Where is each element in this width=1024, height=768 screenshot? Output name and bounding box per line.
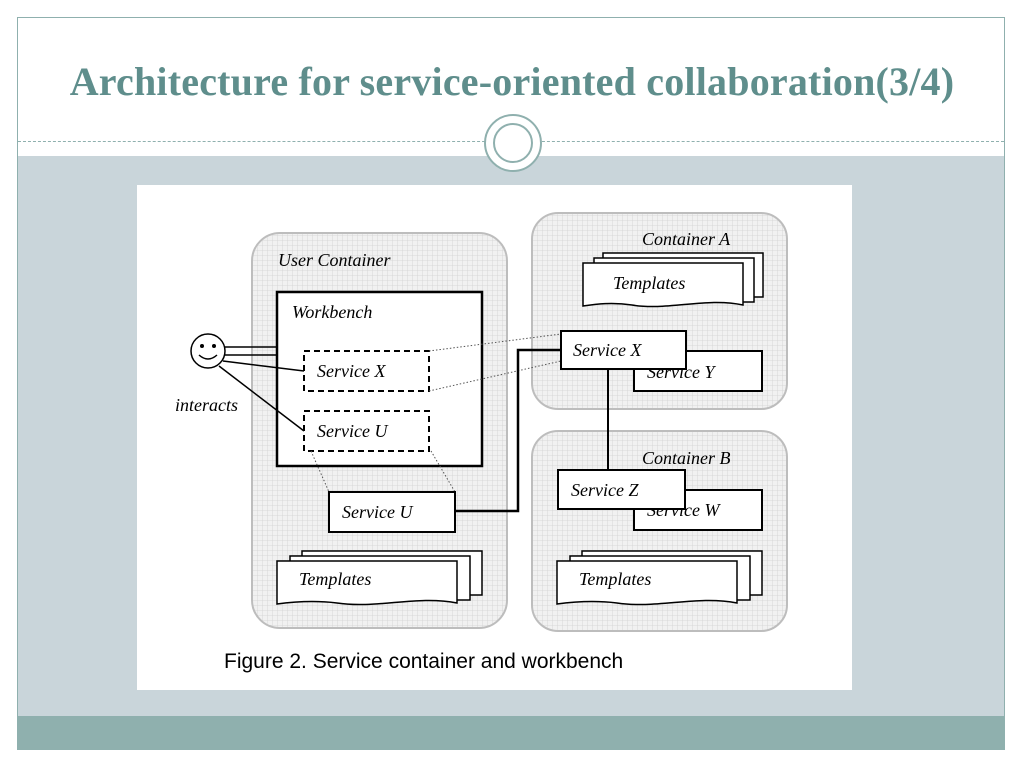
interaction-line [222,360,305,372]
service-u-box [328,491,456,533]
container-a-label: Container A [642,229,731,249]
interaction-line [218,365,305,432]
workbench-service-u-label: Service U [317,421,388,441]
templates-a-label: Templates [613,273,685,293]
circle-ornament-inner [493,123,533,163]
templates-stack-user: Templates [276,550,483,606]
connector-service-u-to-x [455,348,561,513]
smiley-user-icon [190,333,226,369]
service-z-label: Service Z [571,480,639,500]
projection-line [428,333,562,352]
user-container-label: User Container [278,250,391,270]
workbench-service-x-label: Service X [317,361,386,381]
projection-line [430,450,456,493]
slide-title: Architecture for service-oriented collab… [69,59,955,104]
workbench-service-x [303,350,430,392]
service-x-box [560,330,687,370]
figure-caption: Figure 2. Service container and workbenc… [224,650,623,673]
workbench-label: Workbench [292,302,372,322]
workbench-service-u [303,410,430,452]
templates-stack-a: Templates [582,252,764,308]
projection-line [310,450,330,493]
container-b-label: Container B [642,448,731,468]
service-z-box [557,469,686,510]
templates-b-label: Templates [579,569,651,589]
circle-ornament-icon [484,114,542,172]
projection-line [428,360,562,392]
architecture-figure: User Container Container A Container B W… [137,185,852,690]
architecture-diagram: User Container Container A Container B W… [175,212,788,673]
templates-user-label: Templates [299,569,371,589]
interacts-label: interacts [175,395,238,415]
footer-band [18,716,1004,750]
templates-stack-b: Templates [556,550,763,606]
service-x-label: Service X [573,340,642,360]
service-u-label: Service U [342,502,413,522]
